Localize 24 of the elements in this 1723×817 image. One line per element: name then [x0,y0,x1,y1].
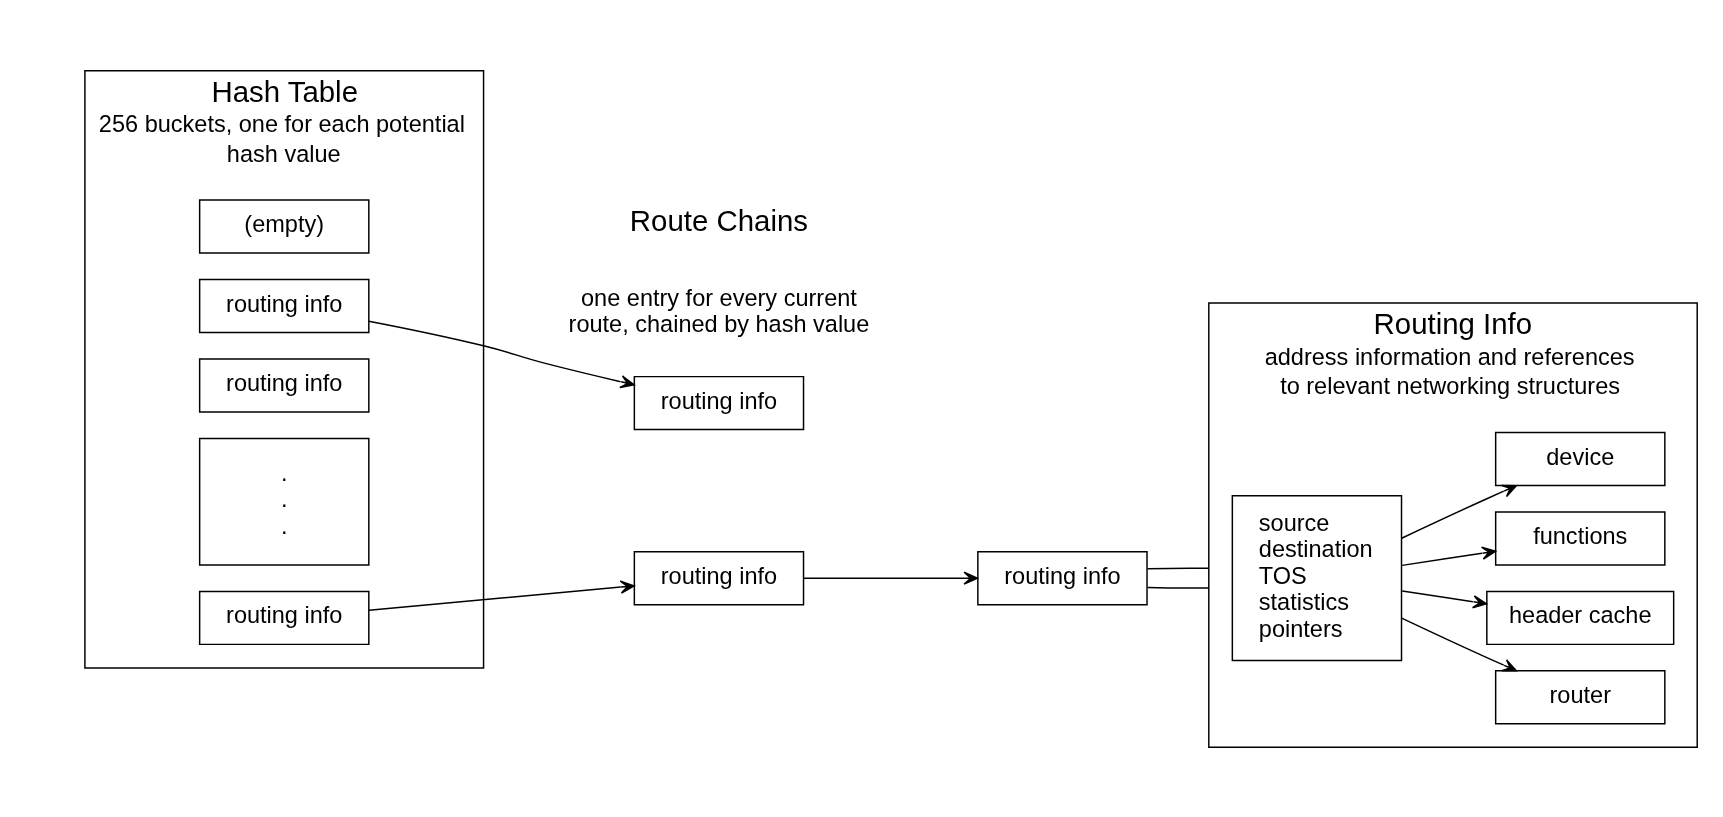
node-box: routing info [198,278,370,333]
arrow [368,579,635,611]
node-box: routing info [977,550,1148,605]
node-box: routing info [198,357,370,413]
node-box: (empty) [198,198,370,254]
node-box: functions [1494,510,1666,566]
node-box: . . . [198,437,370,566]
arrow [1401,546,1497,566]
node-box: routing info [198,590,370,645]
connector [1146,567,1210,569]
label: Route Chains [629,203,809,237]
arrow [803,571,979,585]
node-box: source destination TOS statistics pointers [1231,494,1403,661]
node-box: routing info [633,375,805,430]
node-box: device [1494,431,1666,486]
arrow [368,319,635,388]
arrow [1400,484,1518,539]
node-box: routing info [633,550,805,605]
label: one entry for every current route, chained by hash value [568,284,870,337]
connector [1146,586,1210,589]
node-box: router [1494,669,1666,725]
node-box: header cache [1486,590,1675,645]
arrow [1401,589,1488,608]
arrow [1400,616,1518,672]
